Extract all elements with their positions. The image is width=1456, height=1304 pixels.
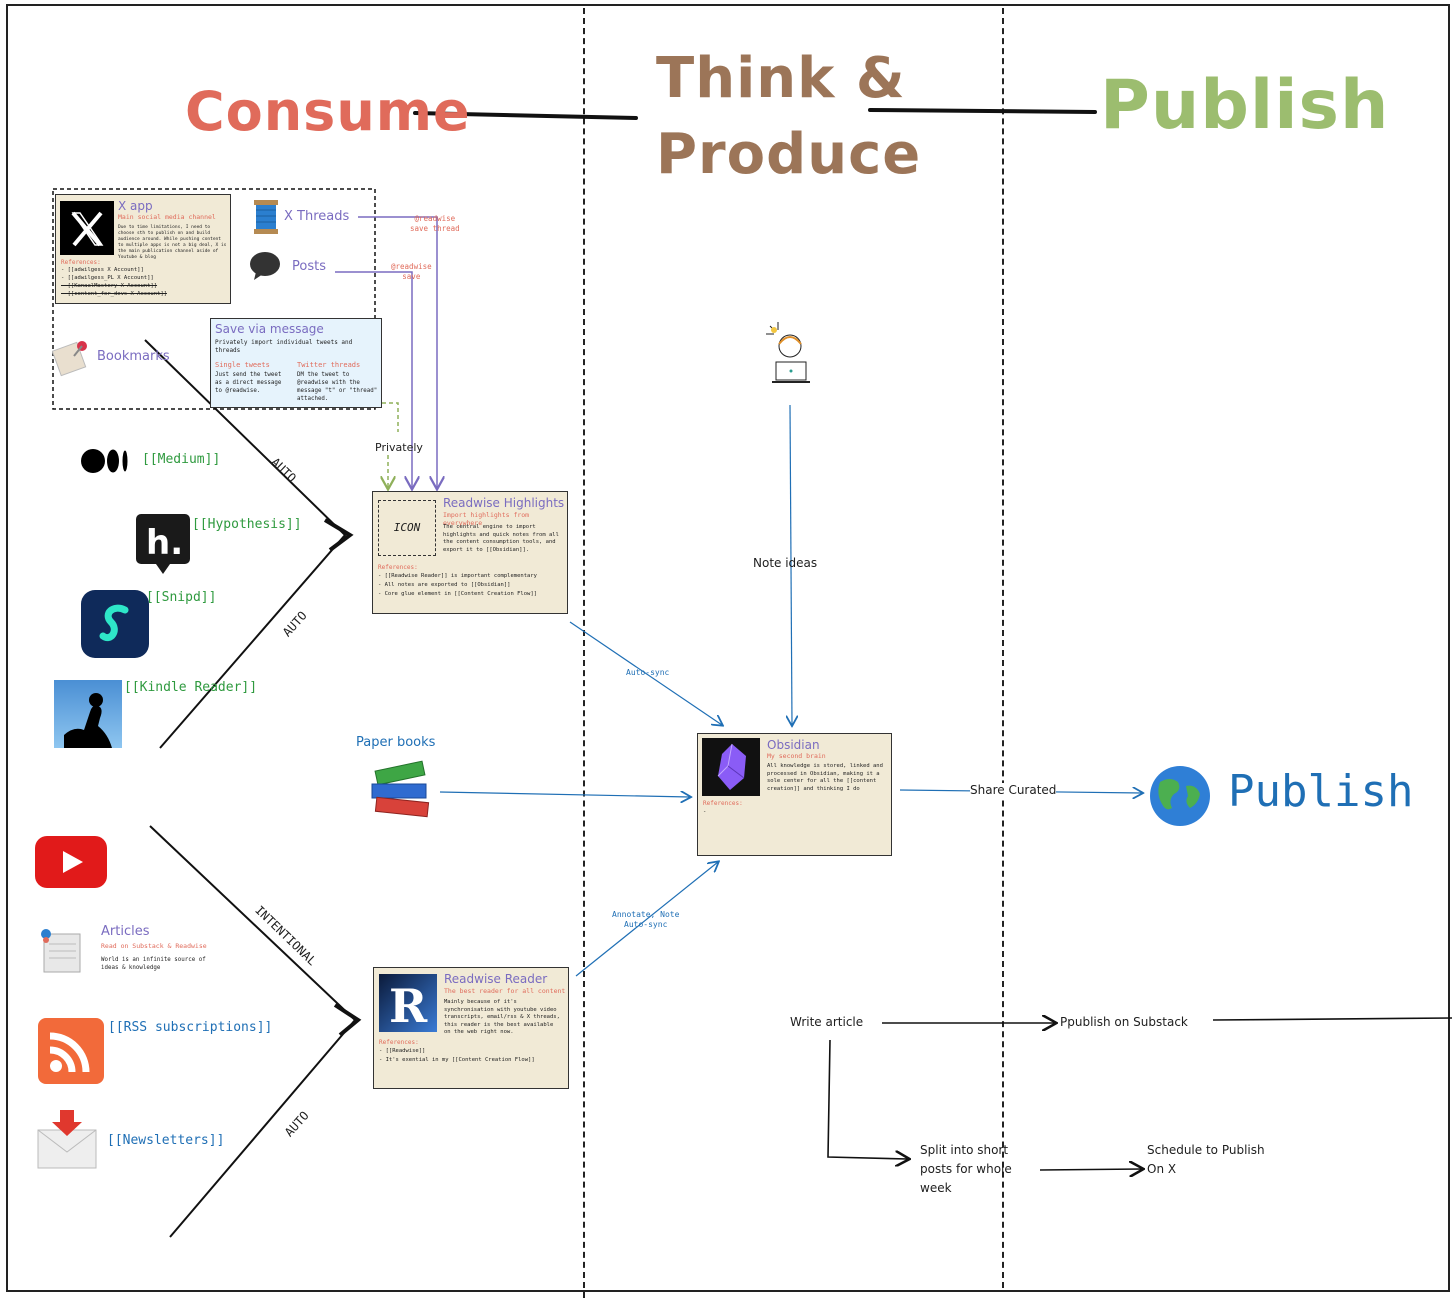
consume-think-connector — [413, 111, 638, 120]
column-divider-2 — [1002, 8, 1004, 1288]
think-publish-connector — [868, 108, 1097, 114]
note-ideas-label: Note ideas — [753, 556, 818, 570]
hypothesis-link[interactable]: [[Hypothesis]] — [192, 517, 302, 532]
obsidian-logo-icon — [702, 738, 760, 796]
x-app-ref-2: - [[adwilgess_PL X Account]] — [61, 275, 154, 281]
column-divider-1 — [583, 8, 585, 1298]
bookmarks-label: Bookmarks — [97, 349, 170, 364]
obsidian-body: All knowledge is stored, linked and proc… — [767, 763, 883, 792]
twitter-threads-body: DM the tweet to @readwise with the messa… — [297, 372, 378, 402]
kindle-logo-icon — [54, 680, 122, 748]
share-curated-label: Share Curated — [970, 783, 1057, 797]
think-column-title-line1: Think & — [656, 46, 906, 111]
readwise-reader-body: Mainly because of it's synchronisation w… — [444, 999, 560, 1035]
articles-body: World is an infinite source of ideas & k… — [101, 957, 206, 971]
x-app-body: Due to time limitations, I need to choos… — [118, 225, 227, 260]
twitter-threads-title: Twitter threads — [297, 361, 361, 369]
x-app-ref-3: - [[KanaalMastery X Account]] — [61, 283, 158, 289]
readwise-highlights-card[interactable]: ICON Readwise Highlights Import highligh… — [372, 491, 568, 614]
save-via-message-desc: Privately import individual tweets and t… — [215, 339, 353, 354]
single-tweets-title: Single tweets — [215, 361, 270, 369]
x-app-references-label: References: — [61, 259, 101, 266]
obsidian-ref-1: - — [703, 809, 707, 815]
readwise-reader-title: Readwise Reader — [444, 972, 548, 986]
readwise-highlights-body: The central engine to import highlights … — [443, 524, 559, 553]
single-tweets-body: Just send the tweet as a direct message … — [215, 372, 282, 394]
readwise-highlights-ref-3: - Core glue element in [[Content Creatio… — [378, 591, 537, 597]
readwise-save-thread-label: @readwise save thread — [410, 214, 460, 233]
x-app-ref-1: - [[adwilgess X Account]] — [61, 267, 144, 273]
youtube-logo-icon — [35, 836, 107, 888]
obsidian-references-label: References: — [703, 800, 743, 807]
obsidian-title: Obsidian — [767, 738, 820, 752]
svg-text:h.: h. — [146, 523, 183, 563]
scroll-icon — [38, 926, 84, 976]
icon-placeholder-label: ICON — [393, 521, 421, 534]
think-column-title-line2: Produce — [656, 122, 922, 187]
readwise-highlights-ref-1: - [[Readwise Reader]] is important compl… — [378, 573, 537, 579]
x-logo-icon — [60, 201, 114, 255]
canvas-frame — [6, 4, 1450, 1292]
write-article-label: Write article — [790, 1015, 864, 1029]
kindle-link[interactable]: [[Kindle Reader]] — [124, 680, 258, 695]
auto-sync-label: Auto-sync — [626, 668, 670, 677]
readwise-reader-card[interactable]: R Readwise Reader The best reader for al… — [373, 967, 569, 1089]
save-via-message-title: Save via message — [215, 322, 324, 336]
readwise-highlights-references-label: References: — [378, 564, 418, 571]
save-via-message-card[interactable]: Save via message Privately import indivi… — [210, 318, 382, 408]
readwise-reader-ref-2: - It's exential in my [[Content Creation… — [379, 1057, 535, 1063]
readwise-highlights-ref-2: - All notes are exported to [[Obsidian]] — [378, 582, 511, 588]
publish-substack-label: Ppublish on Substack — [1060, 1015, 1188, 1029]
newsletters-link[interactable]: [[Newsletters]] — [107, 1133, 225, 1148]
globe-icon — [1148, 764, 1212, 828]
rss-icon — [38, 1018, 104, 1084]
thinking-person-icon — [764, 320, 816, 388]
consume-column-title: Consume — [185, 80, 471, 143]
split-posts-label: Split into short posts for whole week — [920, 1143, 1012, 1195]
x-app-ref-4: - [[content_for_devs X Account]] — [61, 291, 167, 297]
books-icon — [370, 758, 432, 822]
obsidian-card[interactable]: Obsidian My second brain All knowledge i… — [697, 733, 892, 856]
hypothesis-logo-icon: h. — [136, 514, 190, 576]
readwise-highlights-title: Readwise Highlights — [443, 496, 565, 510]
speech-bubble-icon — [248, 250, 282, 282]
readwise-highlights-subtitle: Import highlights from everywhere — [443, 511, 530, 527]
privately-label: Privately — [375, 441, 423, 454]
envelope-icon — [36, 1108, 98, 1170]
readwise-reader-ref-1: - [[Readwise]] — [379, 1048, 426, 1054]
readwise-reader-references-label: References: — [379, 1039, 419, 1046]
obsidian-subtitle: My second brain — [767, 752, 826, 760]
x-app-card[interactable]: X app Main social media channel Due to t… — [55, 194, 231, 304]
svg-text:R: R — [389, 979, 428, 1032]
thread-spool-icon — [251, 198, 281, 236]
readwise-reader-subtitle: The best reader for all content — [444, 987, 566, 995]
annotate-note-label: Annotate, Note Auto-sync — [612, 910, 680, 929]
x-threads-label: X Threads — [284, 209, 350, 224]
paper-books-label: Paper books — [356, 735, 436, 750]
articles-title: Articles — [101, 924, 150, 939]
readwise-logo-icon: R — [379, 974, 437, 1033]
snipd-link[interactable]: [[Snipd]] — [146, 590, 217, 605]
bookmark-pin-icon[interactable] — [51, 336, 94, 378]
medium-logo-icon — [80, 446, 132, 476]
x-app-subtitle: Main social media channel — [118, 213, 216, 221]
articles-subtitle: Read on Substack & Readwise — [101, 942, 207, 950]
rss-link[interactable]: [[RSS subscriptions]] — [108, 1020, 273, 1035]
snipd-logo-icon — [81, 590, 149, 658]
publish-column-title: Publish — [1100, 66, 1390, 145]
readwise-save-label: @readwise save — [391, 262, 432, 281]
posts-label: Posts — [292, 259, 326, 274]
x-app-title: X app — [118, 199, 153, 213]
publish-target-label: Publish — [1228, 766, 1414, 817]
icon-placeholder: ICON — [378, 500, 436, 556]
x-group-box — [52, 188, 376, 410]
medium-link[interactable]: [[Medium]] — [142, 452, 221, 467]
schedule-x-label: Schedule to Publish On X — [1147, 1143, 1265, 1176]
